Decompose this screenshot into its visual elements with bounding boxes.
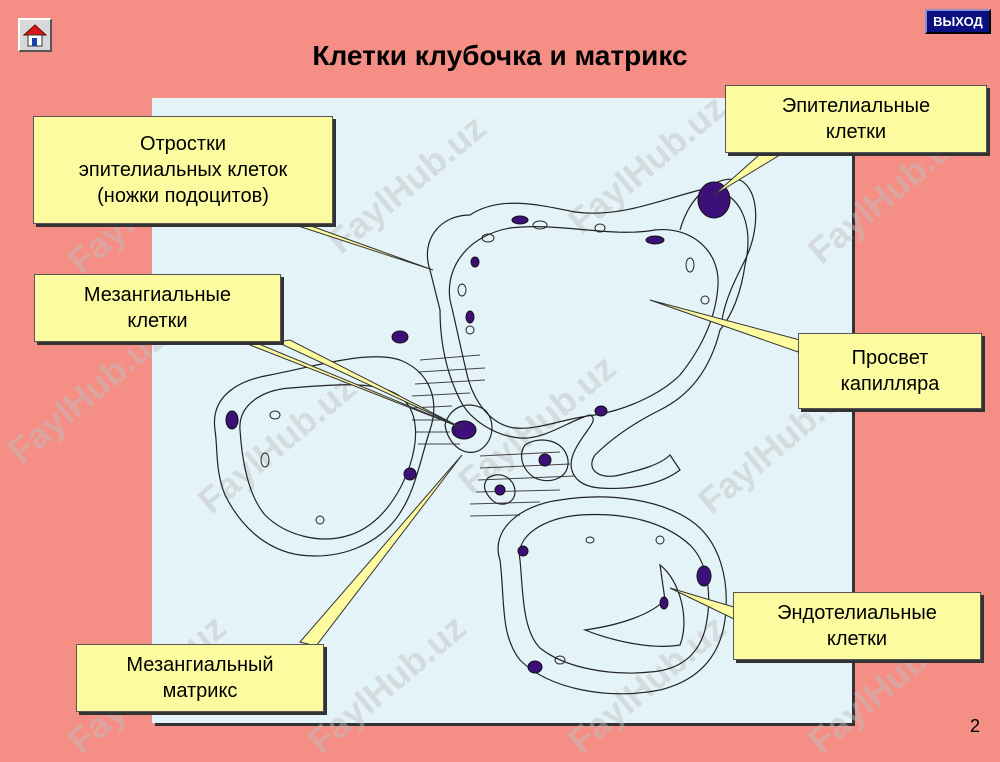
exit-button[interactable]: ВЫХОД (925, 9, 991, 34)
pointer-lines (236, 139, 801, 647)
label-line: Просвет (851, 347, 929, 369)
label-endothelial-cells: Эндотелиальные клетки (733, 592, 981, 660)
mesangial-cell-outline (444, 404, 493, 453)
mesangial-nucleus (451, 420, 477, 440)
home-button[interactable] (18, 18, 52, 52)
label-mesangial-matrix: Мезангиальный матрикс (76, 644, 324, 712)
mesangial-matrix-hatch (409, 354, 576, 517)
label-line: клетки (825, 121, 887, 143)
label-line: клетки (127, 310, 188, 332)
bottom-capillary-inner (518, 513, 710, 674)
label-podocyte-processes: Отростки эпителиальных клеток (ножки под… (33, 116, 333, 224)
label-line: Эндотелиальные (777, 602, 937, 624)
label-mesangial-cells: Мезангиальные клетки (34, 274, 281, 342)
home-icon (22, 24, 48, 47)
nuclei (225, 181, 731, 674)
bottom-capillary-outer (497, 496, 727, 695)
slide-title: Клетки клубочка и матрикс (312, 40, 688, 71)
label-epithelial-cells: Эпителиальные клетки (725, 85, 987, 153)
label-line: Отростки (139, 133, 227, 155)
label-line: капилляра (840, 373, 940, 395)
left-capillary-outer (213, 356, 435, 557)
label-line: (ножки подоцитов) (97, 185, 269, 207)
left-capillary-inner (239, 384, 417, 540)
epithelial-nucleus (697, 181, 731, 219)
label-line: Мезангиальные (83, 284, 232, 306)
label-capillary-lumen: Просвет капилляра (798, 333, 982, 409)
page-number: 2 (970, 716, 981, 736)
label-line: Эпителиальные (781, 95, 931, 117)
label-line: клетки (826, 628, 888, 650)
label-line: Мезангиальный (126, 654, 274, 676)
label-line: эпителиальных клеток (78, 159, 288, 181)
label-line: матрикс (162, 680, 238, 702)
top-capillary-inner (448, 226, 719, 429)
top-capillary-outer (426, 189, 749, 489)
